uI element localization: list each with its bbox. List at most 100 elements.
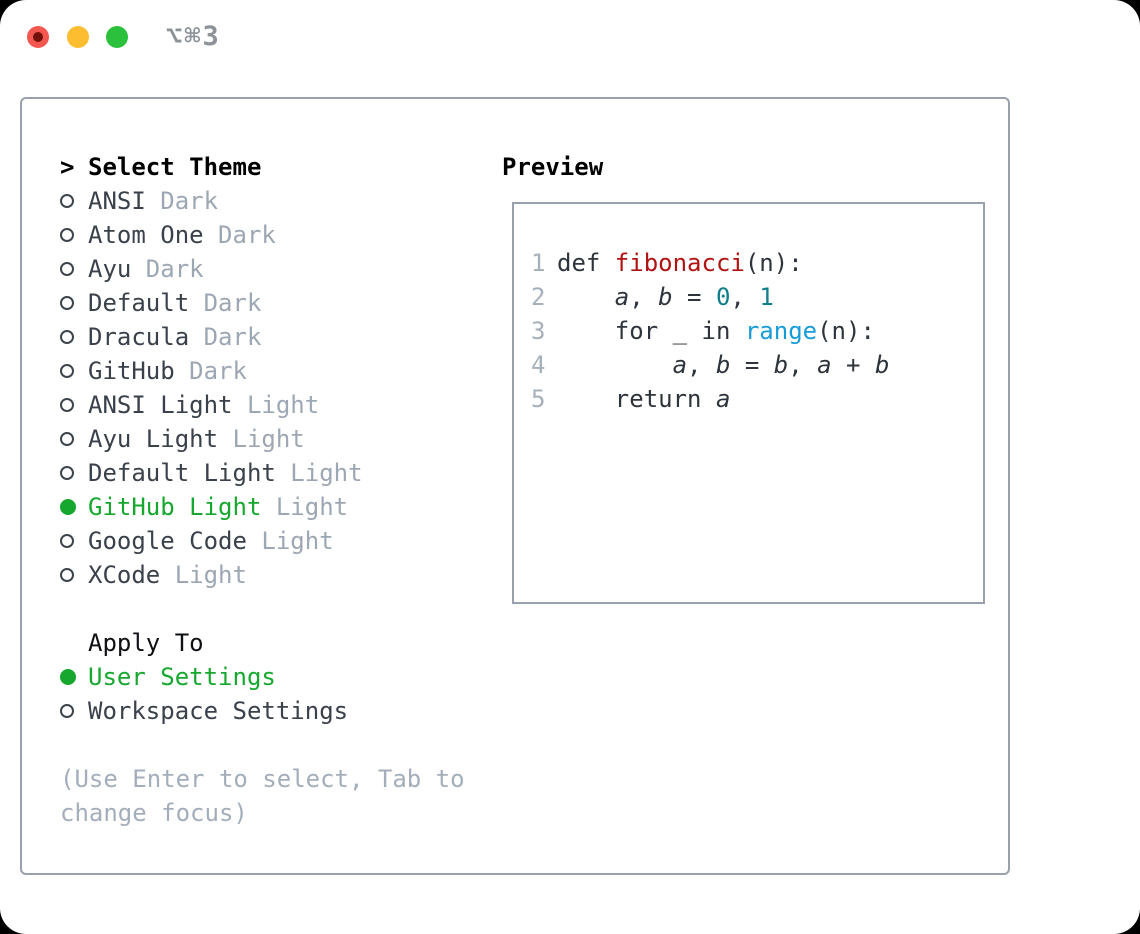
- radio-icon: [60, 568, 88, 582]
- theme-option[interactable]: XCode Light: [60, 558, 465, 592]
- apply-to-option[interactable]: User Settings: [60, 660, 465, 694]
- code-token: return: [557, 385, 716, 413]
- radio-icon: [60, 228, 88, 242]
- code-token: =: [672, 283, 716, 311]
- line-number: 5: [531, 385, 546, 413]
- theme-option[interactable]: Dracula Dark: [60, 320, 465, 354]
- code-token: ,: [687, 351, 716, 379]
- code-token: ,: [629, 283, 659, 311]
- variant-tag: Light: [275, 459, 363, 487]
- code-token: a: [614, 283, 630, 311]
- code-token: 0: [715, 283, 731, 311]
- theme-option[interactable]: Google Code Light: [60, 524, 465, 558]
- option-label: Workspace Settings: [88, 697, 349, 725]
- radio-icon: [60, 534, 88, 548]
- theme-option[interactable]: Ayu Dark: [60, 252, 465, 286]
- code-token: b: [715, 351, 731, 379]
- apply-to-title: Apply To: [88, 629, 204, 657]
- option-label: GitHub: [88, 357, 175, 385]
- code-token: a: [817, 351, 832, 379]
- line-number: 2: [531, 283, 546, 311]
- variant-tag: Dark: [189, 323, 262, 351]
- radio-icon: [60, 194, 88, 208]
- line-number: 3: [531, 317, 546, 345]
- code-token: b: [658, 283, 673, 311]
- code-token: ,: [730, 283, 760, 311]
- variant-tag: Light: [232, 391, 320, 419]
- variant-tag: Light: [160, 561, 247, 589]
- spacer: [60, 728, 465, 762]
- code-token: range: [744, 317, 818, 345]
- variant-tag: Dark: [131, 255, 204, 283]
- variant-tag: Dark: [203, 221, 276, 249]
- code-token: b: [874, 351, 890, 379]
- code-line: 2 a, b = 0, 1: [531, 280, 983, 314]
- code-token: 1: [759, 283, 774, 311]
- theme-option[interactable]: Default Light Light: [60, 456, 465, 490]
- select-theme-header: > Select Theme: [60, 150, 465, 184]
- option-label: Ayu Light: [88, 425, 219, 453]
- variant-tag: Light: [246, 527, 334, 555]
- spacer: [60, 592, 465, 626]
- variant-tag: Dark: [189, 289, 262, 317]
- code-line: 4 a, b = b, a + b: [531, 348, 983, 382]
- code-token: a: [715, 385, 731, 413]
- apply-to-option[interactable]: Workspace Settings: [60, 694, 465, 728]
- option-label: ANSI Light: [88, 391, 233, 419]
- theme-option[interactable]: Atom One Dark: [60, 218, 465, 252]
- code-line: 3 for _ in range(n):: [531, 314, 983, 348]
- zoom-button[interactable]: [106, 26, 128, 48]
- line-number: 1: [531, 249, 546, 277]
- radio-icon: [60, 330, 88, 344]
- option-label: Default Light: [88, 459, 276, 487]
- option-label: User Settings: [88, 663, 276, 691]
- code-token: b: [773, 351, 789, 379]
- radio-icon: [60, 364, 88, 378]
- code-token: (n):: [744, 249, 803, 277]
- option-label: Ayu: [88, 255, 132, 283]
- option-label: Atom One: [88, 221, 204, 249]
- option-label: Google Code: [88, 527, 247, 555]
- theme-option[interactable]: ANSI Dark: [60, 184, 465, 218]
- theme-option[interactable]: GitHub Dark: [60, 354, 465, 388]
- radio-icon: [60, 432, 88, 446]
- code-token: ,: [788, 351, 818, 379]
- theme-option[interactable]: ANSI Light Light: [60, 388, 465, 422]
- theme-option[interactable]: GitHub Light Light: [60, 490, 465, 524]
- option-label: Dracula: [88, 323, 190, 351]
- radio-icon: [60, 466, 88, 480]
- radio-selected-icon: [60, 499, 88, 515]
- variant-tag: Dark: [174, 357, 247, 385]
- minimize-button[interactable]: [67, 26, 89, 48]
- code-token: [557, 280, 615, 314]
- hint-line-1: (Use Enter to select, Tab to: [60, 765, 465, 793]
- option-label: Default: [88, 289, 190, 317]
- line-number: 4: [531, 351, 546, 379]
- option-label: XCode: [88, 561, 161, 589]
- code-token: fibonacci: [614, 249, 745, 277]
- select-theme-title: Select Theme: [88, 153, 262, 181]
- option-label: ANSI: [88, 187, 146, 215]
- radio-icon: [60, 262, 88, 276]
- record-dot-icon: [33, 32, 43, 42]
- code-token: =: [730, 351, 774, 379]
- radio-icon: [60, 296, 88, 310]
- variant-tag: Light: [261, 493, 349, 521]
- theme-option[interactable]: Default Dark: [60, 286, 465, 320]
- code-token: for _ in: [557, 317, 745, 345]
- hint-line-2: change focus): [60, 799, 248, 827]
- theme-option[interactable]: Ayu Light Light: [60, 422, 465, 456]
- radio-icon: [60, 398, 88, 412]
- code-token: a: [672, 351, 688, 379]
- close-button[interactable]: [27, 26, 49, 48]
- variant-tag: Dark: [145, 187, 219, 215]
- chevron-prompt-icon: >: [60, 153, 75, 181]
- preview-title: Preview: [502, 153, 604, 181]
